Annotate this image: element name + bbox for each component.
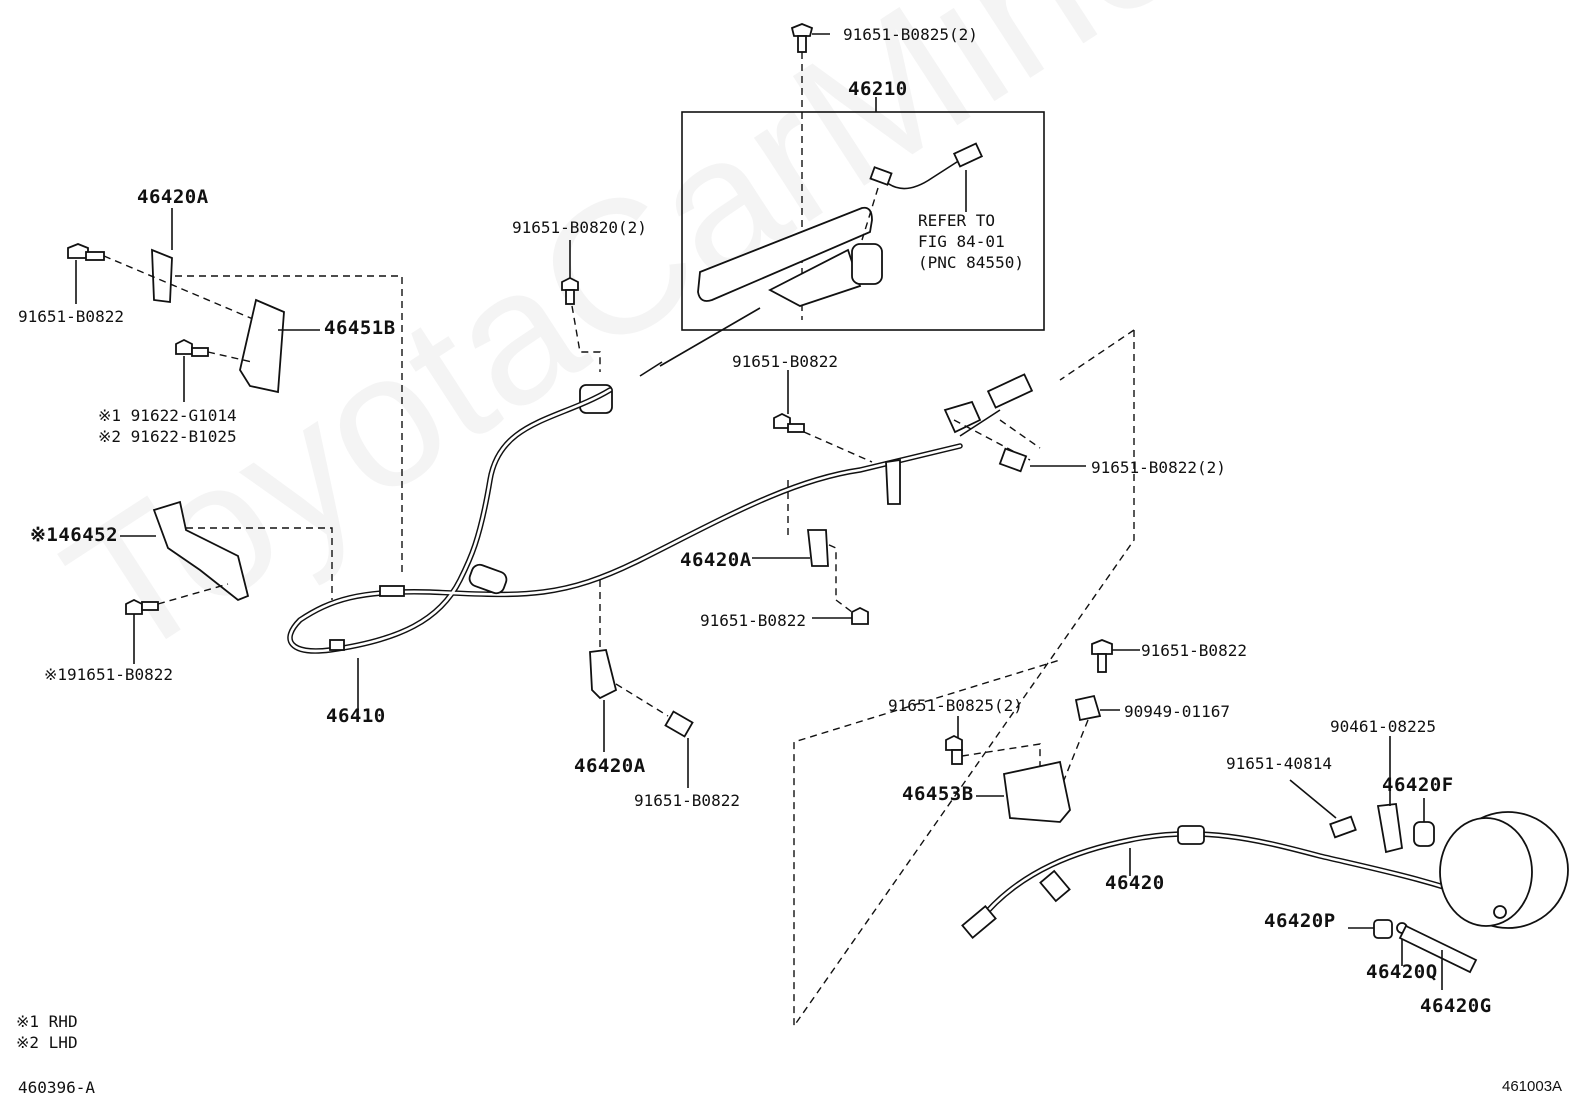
figure-code-right: 461003A [1502,1078,1563,1095]
bolt-icon-40814 [1329,815,1357,839]
label-46420g: 46420G [1420,995,1492,1017]
spring-46420g [1398,924,1478,974]
label-bolt-right-2: 91651-B0822(2) [1091,458,1226,477]
bolt-icon-b0820 [561,276,579,305]
bolt-icon-rb-b0825 [945,734,963,765]
label-bolt-mid-upper: 91651-B0822 [732,352,838,371]
label-46420a-mid: 46420A [680,549,752,571]
label-46420: 46420 [1105,872,1165,894]
clip-90949 [1074,694,1102,722]
label-bolt-b0820: 91651-B0820(2) [512,218,647,237]
lever-handle [697,142,984,307]
bracket-146452 [152,500,250,602]
cable-clamp-mid [468,563,508,595]
label-46453b: 46453B [902,783,974,805]
rear-cable-group [793,330,1135,1029]
label-146452: ※146452 [30,524,119,546]
clip-46420a-low [589,649,618,700]
bolt-icon-rb-top [1091,639,1113,673]
bracket-46453b [1002,760,1071,823]
figure-code-left: 460396-A [18,1078,96,1097]
label-46420q: 46420Q [1366,961,1438,983]
label-bolt-b1025: ※2 91622-B1025 [98,427,237,446]
label-46420a-low: 46420A [574,755,646,777]
label-bolt-rb-b0825: 91651-B0825(2) [888,696,1023,715]
bolt-icon-left-bottom [125,598,159,615]
label-refer-line2: FIG 84-01 [918,232,1005,251]
label-46451b: 46451B [324,317,396,339]
cable-end-rear [961,904,997,940]
label-bolt-g1014: ※1 91622-G1014 [98,406,237,425]
label-bolt-top: 91651-B0825(2) [843,25,978,44]
lever-assembly-box [681,111,1045,331]
bolt-icon-low [664,710,694,738]
bolt-icon-g1014 [175,338,209,357]
clip-90461 [1376,803,1404,854]
clip-46420a-mid [806,529,829,567]
bracket-46451b [239,298,285,394]
label-bolt-rb-top: 91651-B0822 [1141,641,1247,660]
label-bolt-mid-lower: 91651-B0822 [700,611,806,630]
legend-note-lhd: ※2 LHD [16,1033,78,1052]
label-bolt-left-top: 91651-B0822 [18,307,124,326]
bolt-icon-left-top [67,243,105,261]
label-46210: 46210 [848,78,908,100]
label-bolt-left-bottom: ※191651-B0822 [44,665,173,684]
label-refer-line3: (PNC 84550) [918,253,1024,272]
label-46410: 46410 [326,705,386,727]
bolt-icon-mid-lower [851,606,869,625]
bolt-icon-right [998,447,1028,473]
legend-note-rhd: ※1 RHD [16,1012,78,1031]
bracket-46420a-top [151,248,173,304]
brake-drum [1439,811,1569,929]
label-bolt-low: 91651-B0822 [634,791,740,810]
label-46420a-top: 46420A [137,186,209,208]
label-90461: 90461-08225 [1330,717,1436,736]
label-46420f: 46420F [1382,774,1454,796]
label-refer-line1: REFER TO [918,211,996,230]
bolt-icon-top [790,23,814,53]
bolt-icon-mid-upper [773,412,805,433]
label-46420p: 46420P [1264,910,1336,932]
label-90949: 90949-01167 [1124,702,1230,721]
label-91651-40814: 91651-40814 [1226,754,1332,773]
